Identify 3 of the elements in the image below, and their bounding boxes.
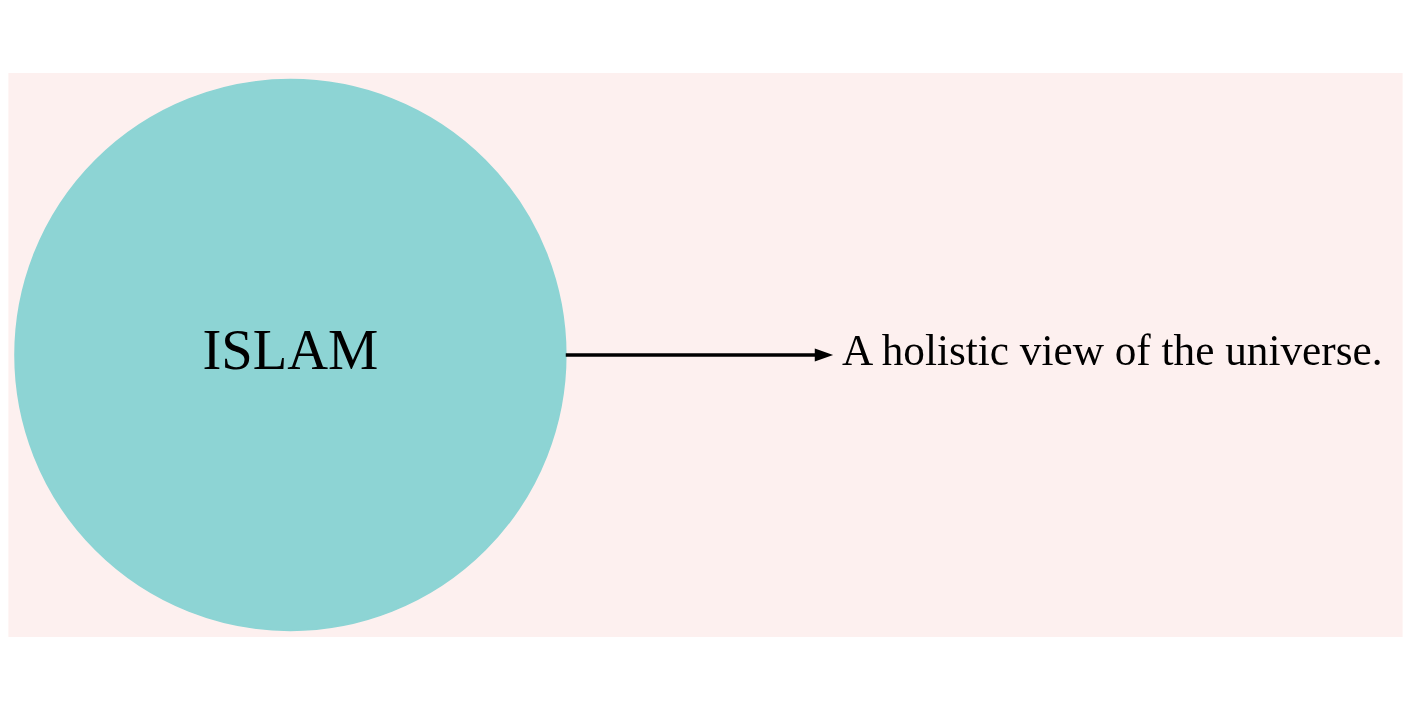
node-circle: ISLAM xyxy=(14,78,567,631)
arrow xyxy=(565,348,834,361)
node-text: A holistic view of the universe. xyxy=(842,325,1383,374)
